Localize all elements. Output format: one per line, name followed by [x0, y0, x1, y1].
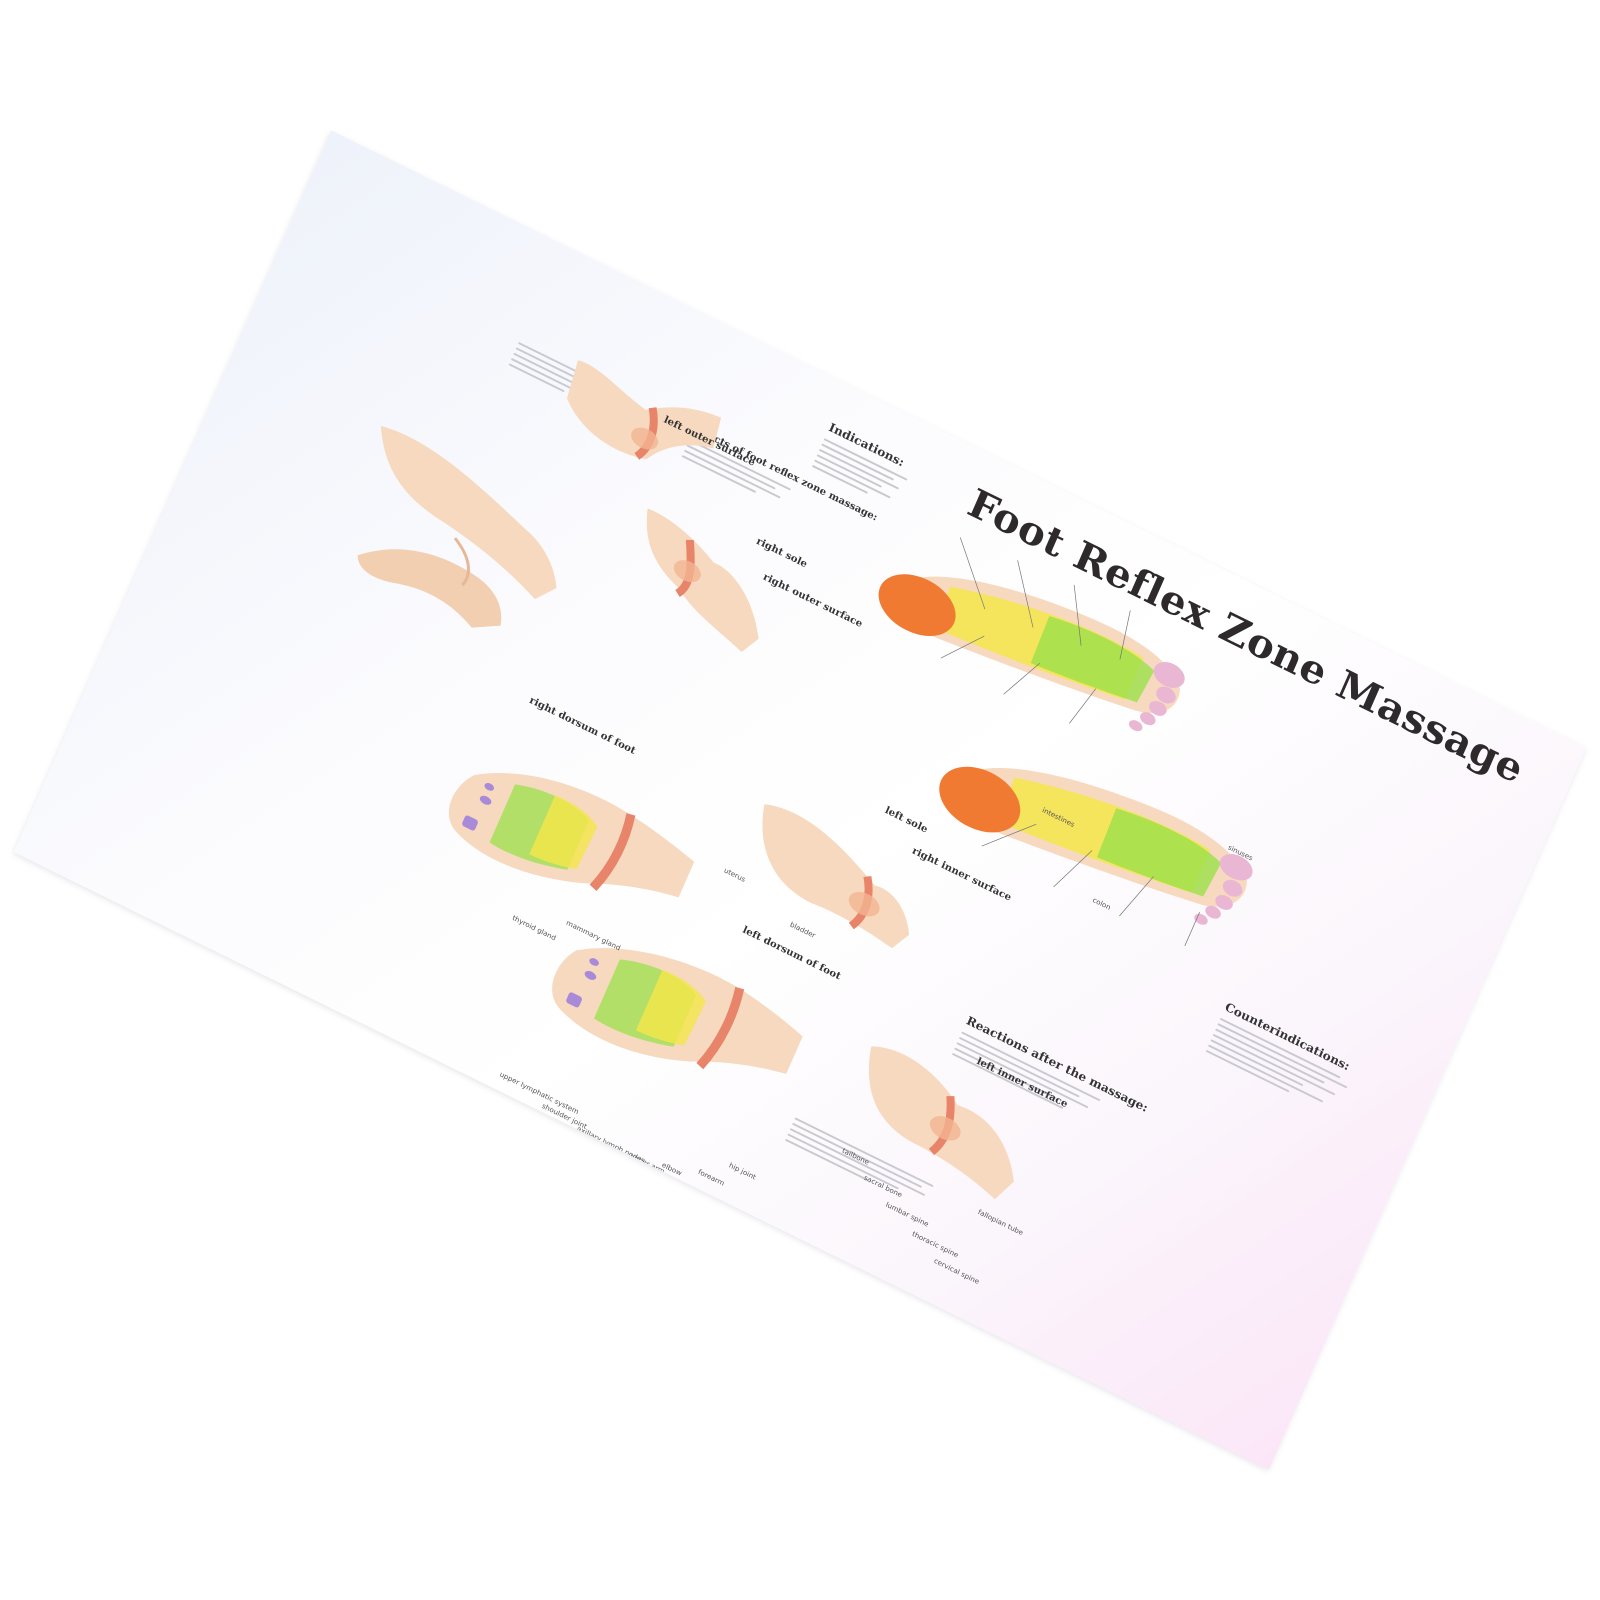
left-dorsum-figure — [552, 948, 803, 1074]
right-sole-figure — [878, 537, 1185, 732]
label-cervical-spine: cervical spine — [932, 1256, 981, 1286]
left-sole-figure — [939, 766, 1253, 947]
left-dorsum-toe-zones — [566, 958, 599, 1008]
left-outer-surface-figure — [566, 360, 722, 460]
right-inner-surface-figure — [762, 804, 910, 949]
label-forearm: forearm — [696, 1168, 726, 1188]
left-heel-zone — [939, 766, 1021, 833]
label-hip-joint: hip joint — [727, 1161, 758, 1182]
left-sole-zone-green — [1096, 808, 1222, 897]
right-outer-surface-figure — [646, 508, 759, 653]
right-heel-zone — [878, 574, 956, 636]
right-dorsum-figure — [448, 773, 695, 898]
label-thyroid-gland: thyroid gland — [511, 914, 558, 943]
right-toe-zones — [1128, 662, 1185, 732]
label-upper-lymphatic-system: upper lymphatic system — [498, 1070, 580, 1117]
left-toe-zones — [1194, 854, 1253, 925]
label-thoracic-spine: thoracic spine — [910, 1229, 960, 1260]
massage-hands-figure — [357, 425, 557, 628]
reflexology-poster: Foot Reflex Zone Massage Indications: Ef… — [13, 130, 1587, 1470]
label-axillary-lymph-nodes: axillary lymph nodes — [575, 1124, 647, 1165]
right-dorsum-toe-zones — [462, 783, 495, 831]
right-sole-zone-green — [1030, 615, 1155, 703]
left-inner-surface-figure — [868, 1046, 1014, 1200]
